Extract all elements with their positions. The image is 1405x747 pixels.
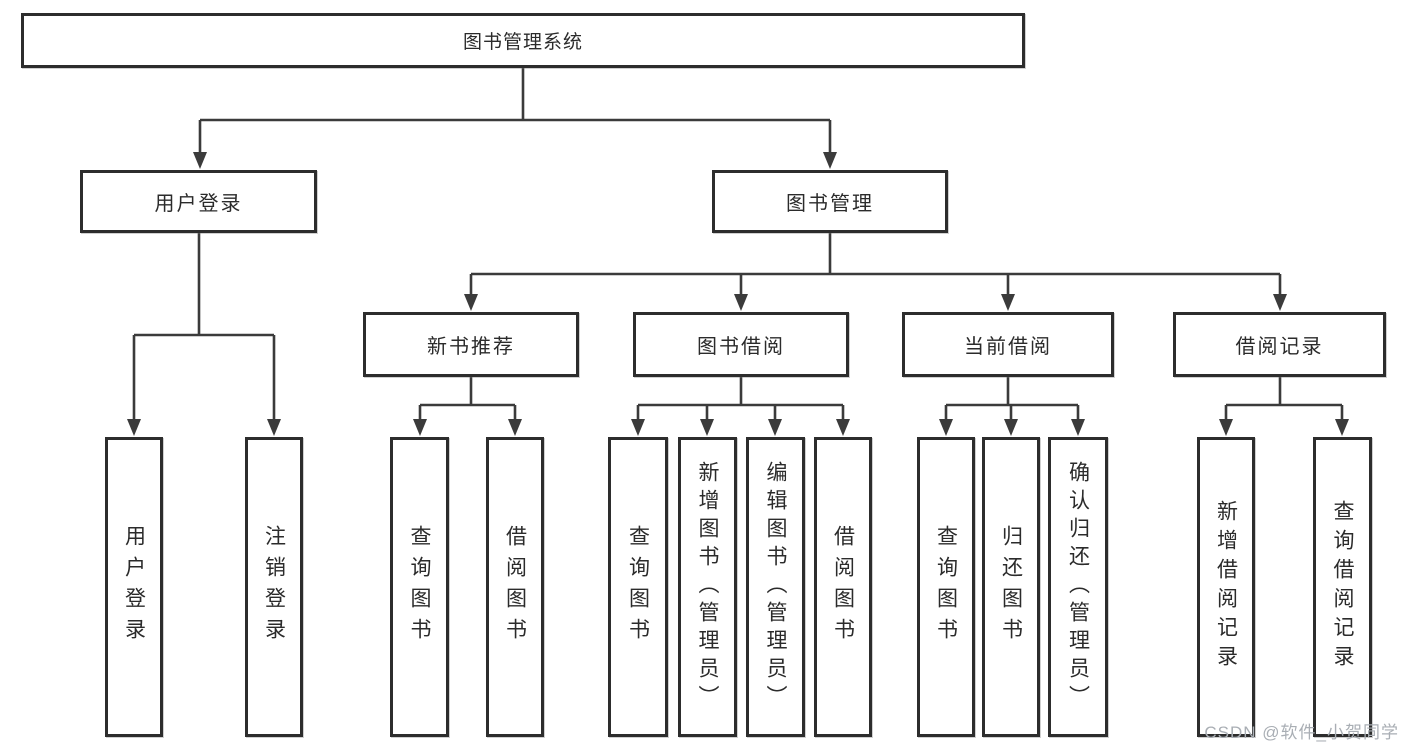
leaf-query-borrow-record: 查询借阅记录 [1313,437,1372,737]
leaf-query-books-recommend: 查询图书 [390,437,449,737]
leaf-query-books-current: 查询图书 [917,437,975,737]
arrowhead-icons [127,152,1349,436]
node-borrowing-records: 借阅记录 [1173,312,1386,377]
leaf-borrow-books: 借阅图书 [814,437,872,737]
leaf-user-login: 用户登录 [105,437,163,737]
leaf-edit-books-admin: 编辑图书（管理员） [746,437,805,737]
csdn-watermark: CSDN @软件_小贺同学 [1204,723,1399,742]
leaf-logout: 注销登录 [245,437,303,737]
leaf-add-borrow-record: 新增借阅记录 [1197,437,1255,737]
leaf-add-books-admin: 新增图书（管理员） [678,437,737,737]
node-new-book-recommend: 新书推荐 [363,312,579,377]
node-book-management: 图书管理 [712,170,948,233]
leaf-confirm-return-admin: 确认归还（管理员） [1048,437,1108,737]
node-user-login: 用户登录 [80,170,317,233]
node-book-borrowing: 图书借阅 [633,312,849,377]
node-library-management-system: 图书管理系统 [21,13,1025,68]
leaf-borrow-books-recommend: 借阅图书 [486,437,544,737]
node-current-borrowing: 当前借阅 [902,312,1114,377]
leaf-query-books-borrowing: 查询图书 [608,437,668,737]
leaf-return-books: 归还图书 [982,437,1040,737]
